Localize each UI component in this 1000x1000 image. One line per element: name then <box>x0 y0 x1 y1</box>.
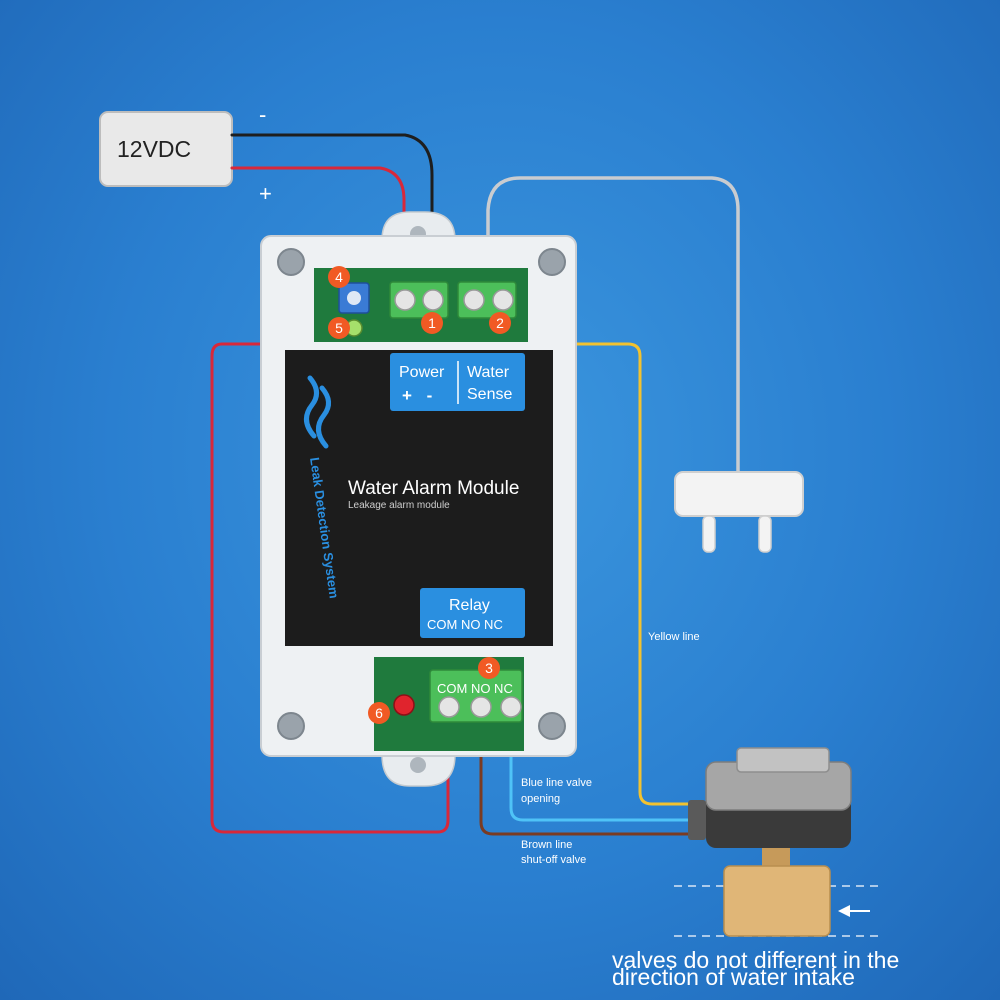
terminal-screw-icon <box>438 696 460 718</box>
screw-icon <box>277 712 305 740</box>
relay-label: Relay <box>449 597 490 614</box>
wire-blue <box>509 718 708 822</box>
wire-red <box>230 166 406 302</box>
power-supply: 12VDC - + <box>99 102 272 206</box>
wires <box>210 133 740 836</box>
led-alarm-icon <box>393 694 415 716</box>
wire-red-loop <box>210 328 450 834</box>
power-label: Power <box>399 364 445 381</box>
wire-brown <box>479 718 708 836</box>
terminal-labels: COM NO NC <box>437 681 513 696</box>
badge-6: 6 <box>375 705 383 721</box>
power-minus-label: - <box>259 102 266 127</box>
water-wave-icon <box>316 385 331 449</box>
badges: 1 2 3 4 5 6 <box>328 266 511 724</box>
terminal-screw-icon <box>394 289 416 311</box>
motorized-valve <box>674 747 880 937</box>
power-plus-label: + <box>259 181 272 206</box>
terminal-screw-icon <box>500 696 522 718</box>
screw-icon <box>538 248 566 276</box>
terminal-screw-icon <box>422 289 444 311</box>
blue-line-label-2: opening <box>521 793 560 805</box>
badge-1: 1 <box>428 315 436 331</box>
screw-icon <box>277 248 305 276</box>
brown-line-label-2: shut-off valve <box>521 854 586 866</box>
badge-2: 2 <box>496 315 504 331</box>
wire-yellow <box>430 328 708 806</box>
terminal-screw-icon <box>463 289 485 311</box>
screw-icon <box>538 712 566 740</box>
badge-5: 5 <box>335 320 343 336</box>
module-title: Water Alarm Module <box>348 478 519 499</box>
water-label: Water <box>467 364 510 381</box>
badge-3: 3 <box>485 660 493 676</box>
terminal-screw-icon <box>470 696 492 718</box>
power-polarity-label: + - <box>402 386 432 405</box>
module-subtitle: Leakage alarm module <box>348 500 450 511</box>
arrow-left-icon <box>838 905 850 917</box>
wire-gray <box>470 176 740 474</box>
relay-terminals-label: COM NO NC <box>427 617 503 632</box>
power-supply-label: 12VDC <box>117 136 191 162</box>
yellow-line-label: Yellow line <box>648 631 700 643</box>
potentiometer-dial-icon <box>347 291 361 305</box>
wire-black <box>230 133 434 302</box>
terminal-screw-icon <box>492 289 514 311</box>
caption-text: valves do not different in the direction… <box>612 947 900 990</box>
front-panel: Power + - Water Sense Leak Detection Sys… <box>285 350 553 646</box>
bottom-pcb: COM NO NC <box>374 657 524 751</box>
sense-label: Sense <box>467 386 512 403</box>
badge-4: 4 <box>335 269 343 285</box>
wire-labels: Yellow line Blue line valve opening Brow… <box>521 631 700 866</box>
brown-line-label-1: Brown line <box>521 839 572 851</box>
water-wave-icon <box>304 375 319 439</box>
water-sensor <box>674 471 804 553</box>
blue-line-label-1: Blue line valve <box>521 777 592 789</box>
